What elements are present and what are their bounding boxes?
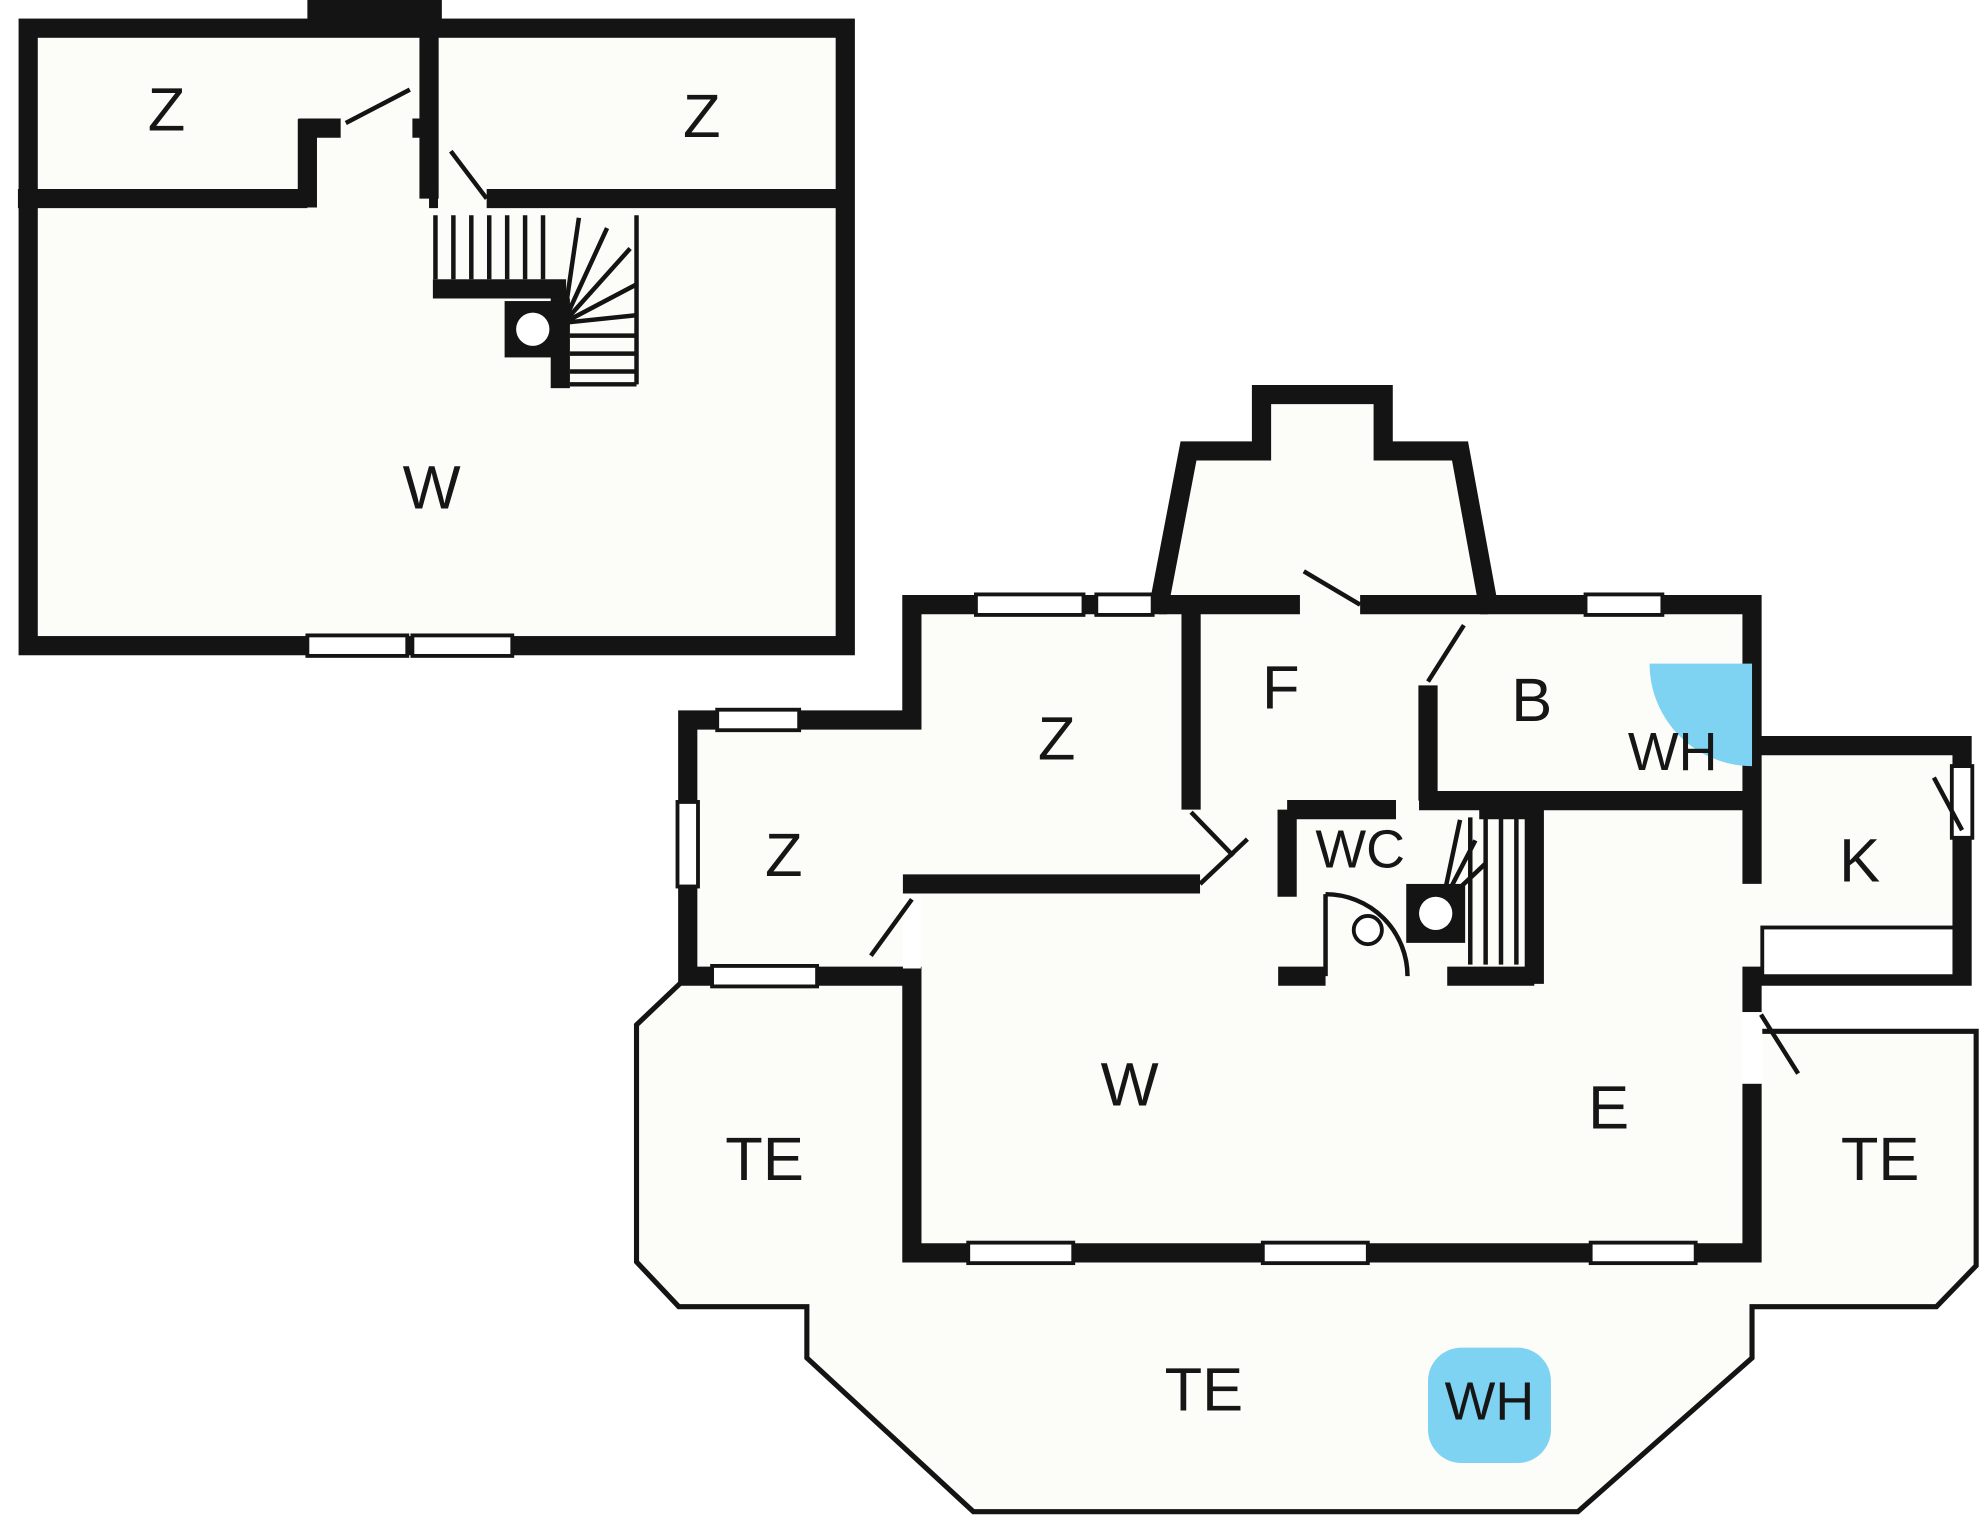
kitchen-counter: [1760, 925, 1957, 979]
door-leaf-hall: [1198, 837, 1249, 886]
stair-treads: [1439, 817, 1519, 965]
room-label-z-left: Z: [148, 76, 186, 145]
ground-staircase: [1406, 817, 1519, 965]
upper-interior-walls: [17, 32, 846, 209]
room-label-e: E: [1588, 1074, 1629, 1143]
upper-top-protrusion: [307, 0, 442, 34]
room-label-b: B: [1511, 666, 1552, 735]
wc-door: [1323, 891, 1410, 977]
room-label-w-upper: W: [403, 454, 461, 523]
stair-wall-bar: [432, 279, 567, 299]
room-label-k: K: [1839, 826, 1880, 895]
door-leaf-terrace: [1759, 1013, 1801, 1075]
whirlpool-terrace-highlight: [1428, 1347, 1551, 1463]
room-label-wc: WC: [1315, 819, 1405, 879]
upper-door-leaves: [344, 87, 489, 200]
ground-windows: [675, 592, 1975, 1266]
door-leaf: [449, 149, 489, 200]
upper-floor-plan: Z Z W: [17, 0, 855, 658]
door-leaf-bedroom-small: [869, 897, 914, 957]
door-leaf-kitchen: [1931, 776, 1965, 832]
ground-interior-walls: [902, 595, 1762, 986]
room-label-wh-terrace: WH: [1445, 1371, 1535, 1431]
door-leaf: [344, 87, 411, 125]
room-label-w-ground: W: [1101, 1051, 1159, 1120]
stair-newel-hole-icon: [516, 312, 550, 346]
room-label-f: F: [1262, 653, 1300, 722]
room-label-te-right: TE: [1841, 1125, 1920, 1194]
room-label-te-left: TE: [725, 1125, 804, 1194]
stair-newel-hole-icon: [1419, 896, 1453, 931]
room-label-wh-bath: WH: [1628, 722, 1718, 782]
door-leaf-bath: [1426, 623, 1466, 683]
door-leaf-bedroom: [1189, 810, 1235, 858]
room-label-z-small: Z: [765, 821, 803, 890]
room-label-te-bottom: TE: [1165, 1355, 1244, 1424]
ground-door-leaves: [869, 569, 1965, 1075]
ground-floor-plan: Z Z F B WH WC K W E TE TE TE WH: [675, 384, 1975, 1463]
room-label-z-large: Z: [1038, 705, 1076, 774]
water-heater-corner-highlight: [1649, 663, 1753, 767]
upper-staircase: [432, 215, 639, 389]
upper-windows: [305, 633, 515, 658]
door-leaf-entrance: [1302, 569, 1362, 607]
door-opening: [902, 894, 921, 969]
door-opening: [1741, 1012, 1763, 1084]
wc-basin-icon: [1351, 914, 1384, 947]
room-label-z-right: Z: [683, 82, 721, 151]
